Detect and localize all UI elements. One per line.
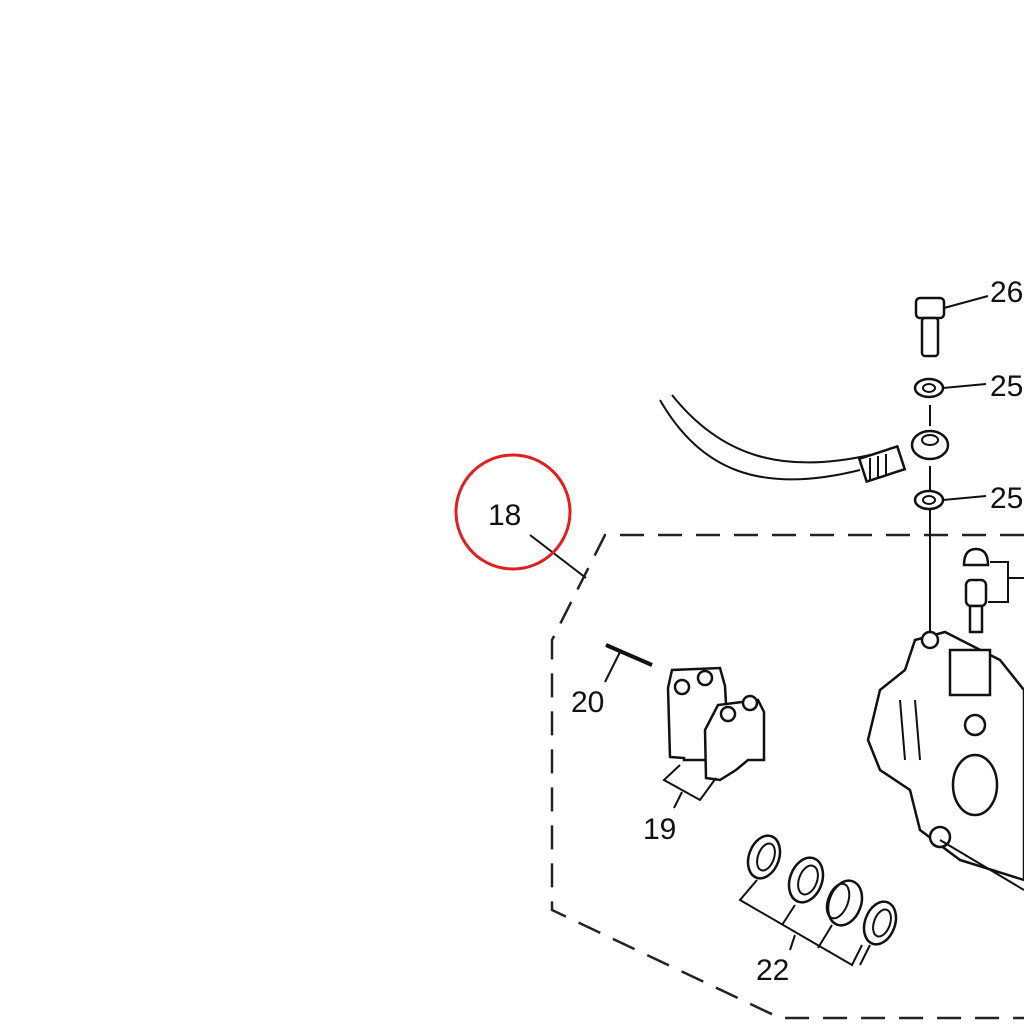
brake-pads	[662, 666, 766, 809]
callout-20[interactable]: 20	[571, 686, 604, 719]
assembly-boundary	[550, 533, 1024, 1020]
callout-19[interactable]: 19	[643, 813, 676, 846]
callout-18-leader	[529, 534, 587, 579]
banjo-bolt	[914, 295, 989, 358]
crush-washer-upper	[913, 377, 987, 399]
highlight-circle	[454, 453, 572, 571]
callout-22[interactable]: 22	[756, 954, 789, 987]
callout-18[interactable]: 18	[488, 499, 521, 532]
piston-seals	[738, 834, 898, 967]
caliper-body	[866, 630, 1024, 891]
callout-25-upper[interactable]: 25	[990, 370, 1023, 403]
bleed-screw	[962, 547, 1024, 634]
brake-hose	[659, 394, 950, 484]
callout-25-lower[interactable]: 25	[990, 482, 1023, 515]
callout-26[interactable]: 26	[990, 276, 1023, 309]
crush-washer-lower	[913, 489, 987, 511]
pad-pin	[604, 643, 653, 683]
